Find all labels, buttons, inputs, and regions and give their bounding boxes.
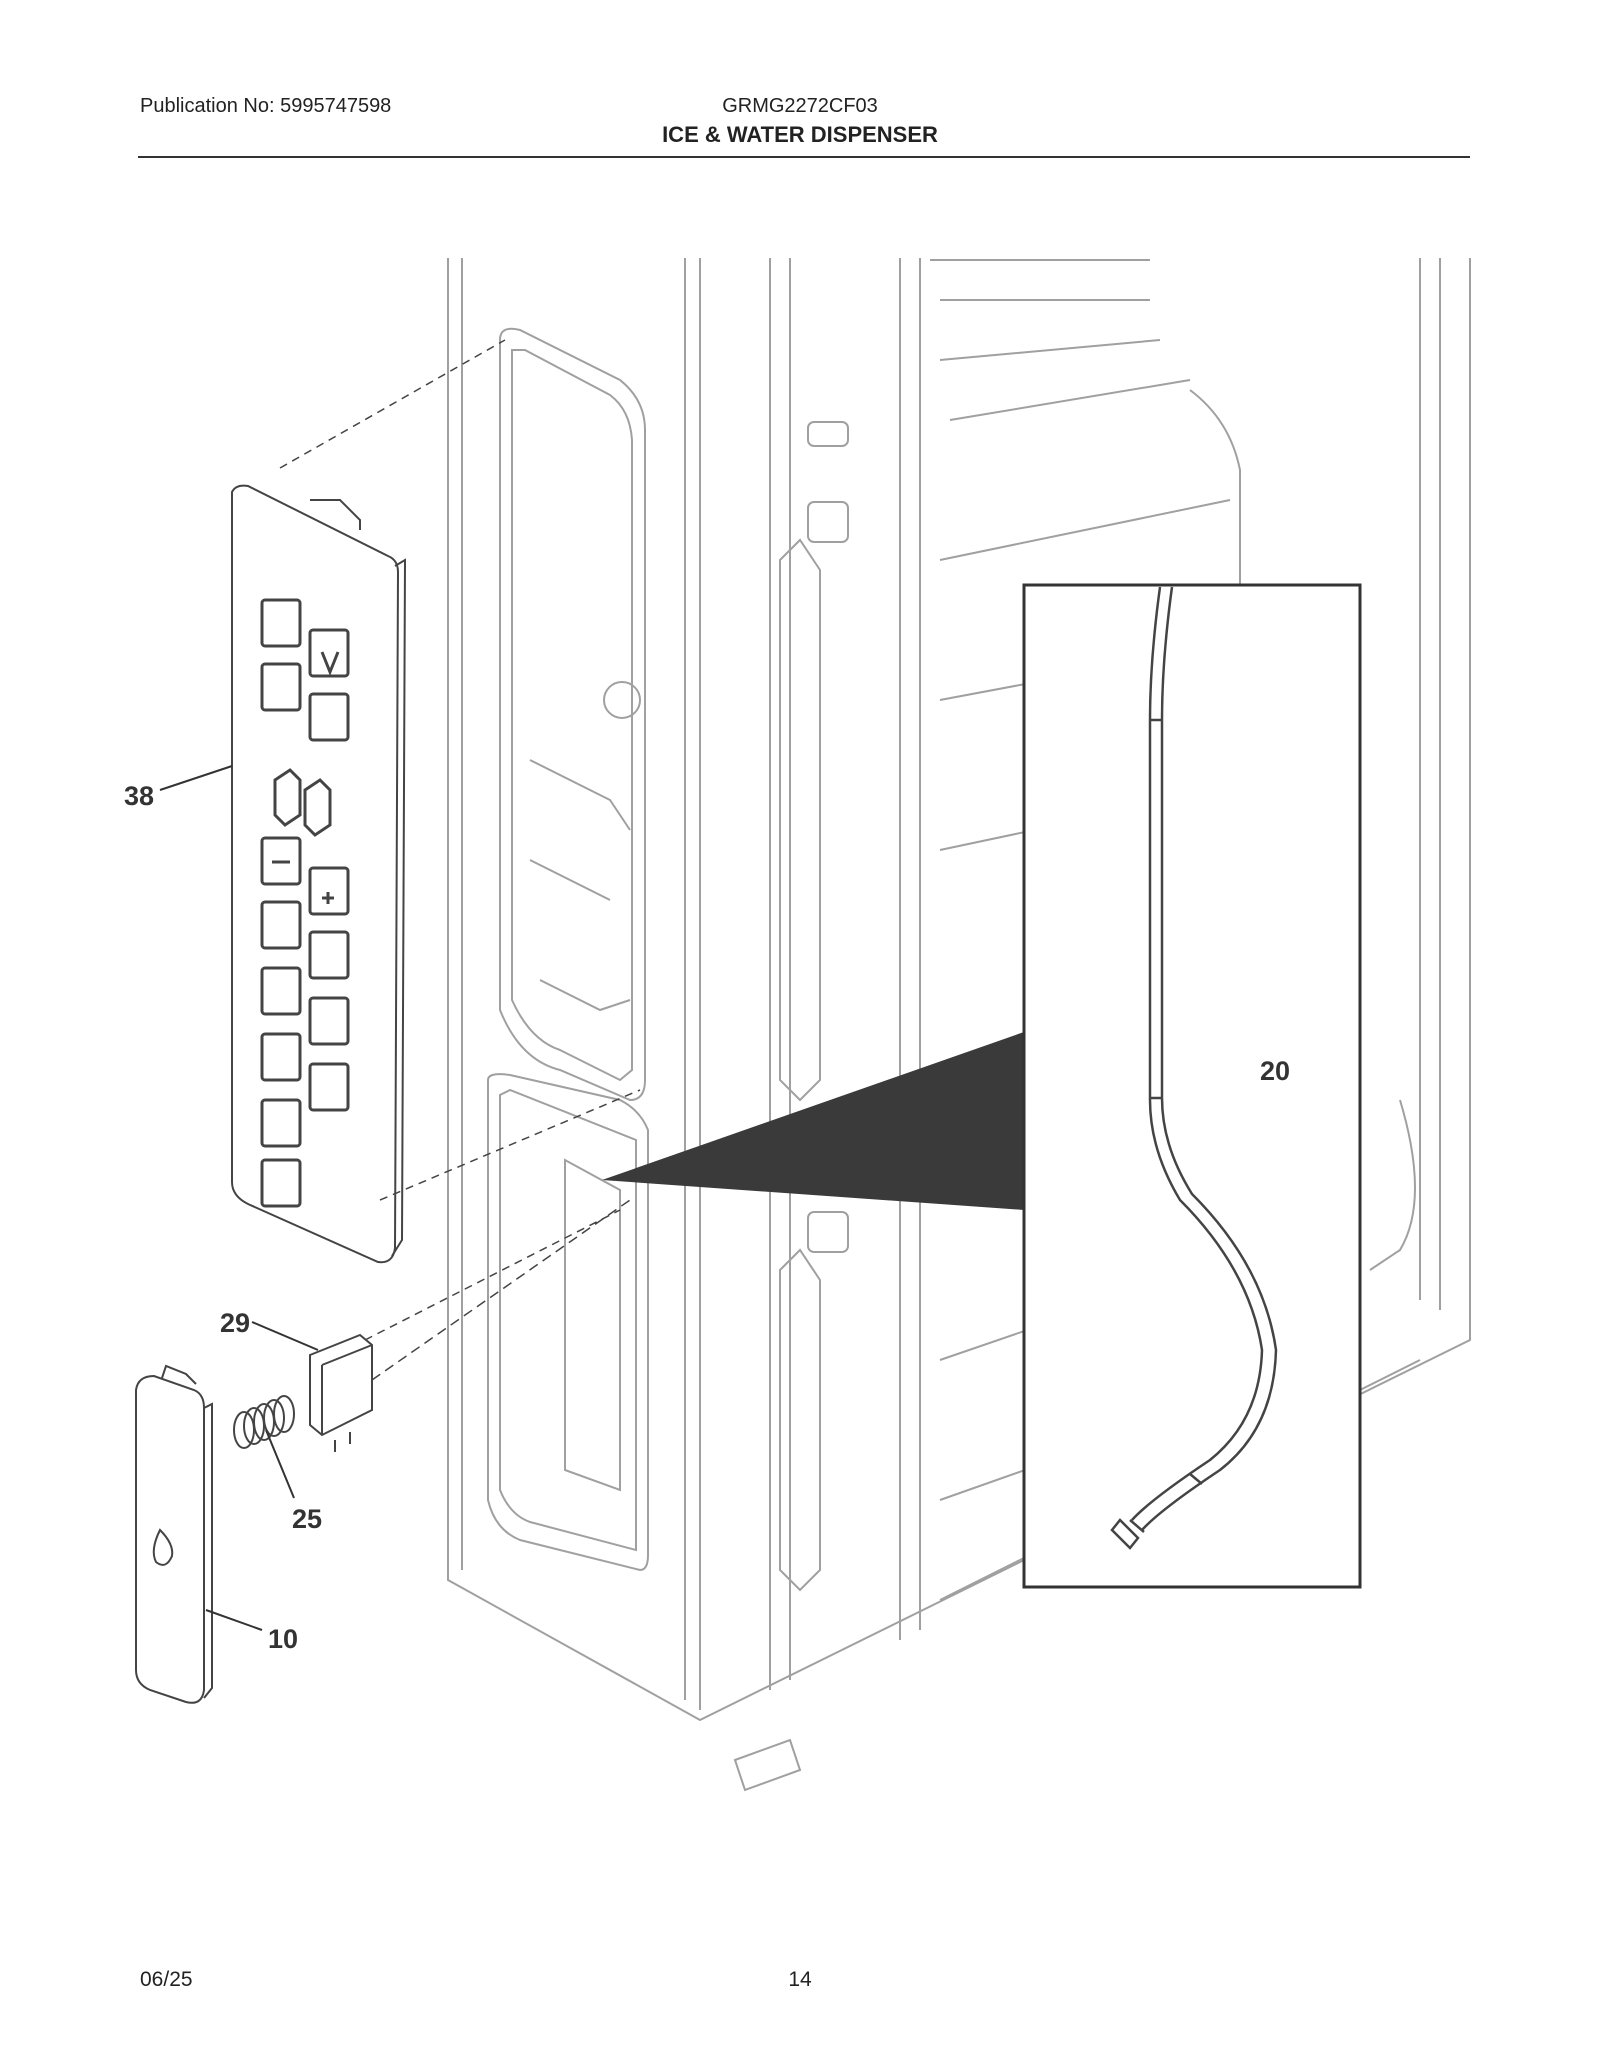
- callout-label-25: 25: [292, 1504, 322, 1534]
- page-title: ICE & WATER DISPENSER: [662, 122, 938, 147]
- leader-lines: [279, 339, 641, 1341]
- detail-inset: [1022, 583, 1362, 1589]
- callout-label-10: 10: [268, 1624, 298, 1654]
- page-number: 14: [788, 1968, 812, 1991]
- door-housing: [447, 258, 1471, 1792]
- detail-pointer: [602, 1032, 1024, 1210]
- control-panel-part-38: [231, 484, 407, 1264]
- callout-label-29: 29: [220, 1308, 250, 1338]
- spring-part-25: [233, 1395, 295, 1449]
- callout-label-20: 20: [1260, 1056, 1290, 1086]
- paddle-part-10: [135, 1364, 213, 1704]
- tube-part-20: [1110, 586, 1278, 1550]
- callout-label-38: 38: [124, 781, 154, 811]
- header-divider: [138, 156, 1470, 158]
- publication-number: Publication No: 5995747598: [140, 95, 392, 117]
- model-number: GRMG2272CF03: [722, 95, 878, 117]
- switch-leader: [371, 1199, 631, 1381]
- footer-date: 06/25: [140, 1968, 193, 1991]
- switch-part-29: [309, 1333, 373, 1452]
